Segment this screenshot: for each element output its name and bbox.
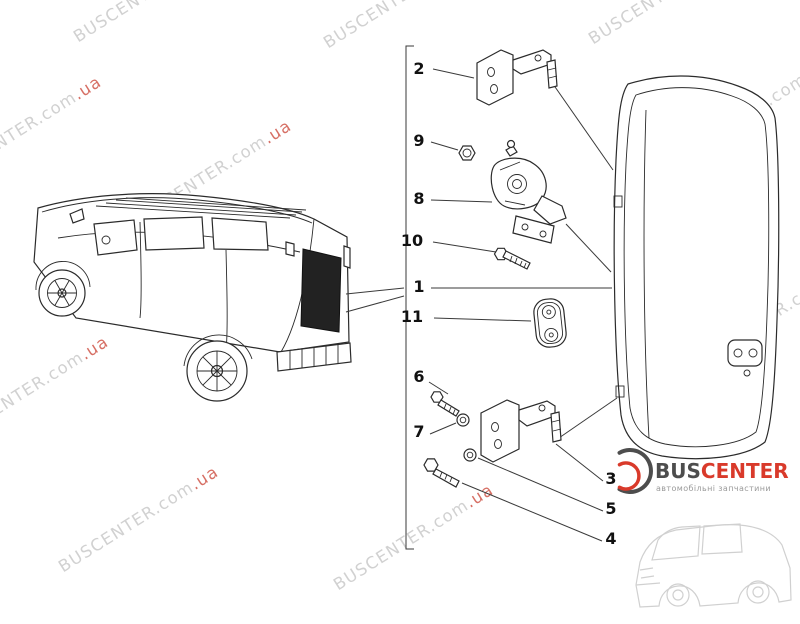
van-fuel-cap — [101, 235, 111, 245]
van-taillight-icon — [285, 241, 295, 257]
brand-tagline: автомобільні запчастини — [656, 484, 771, 493]
door-handle — [727, 339, 763, 377]
door-hinge-notch — [613, 195, 623, 208]
callout-1: 1 — [413, 277, 424, 296]
van-mirror — [69, 208, 85, 224]
logo-mark-outer-icon — [617, 448, 653, 494]
logo-mark-inner-icon — [617, 461, 641, 491]
van-front-wheel — [35, 261, 91, 317]
callout-10: 10 — [401, 231, 423, 250]
van-illustration — [33, 193, 352, 402]
van-taillight-icon — [343, 245, 351, 269]
callout-5: 5 — [605, 499, 616, 518]
callout-11: 11 — [401, 307, 423, 326]
callout-3: 3 — [605, 469, 616, 488]
callout-numbers: 2 9 8 10 1 11 6 7 3 5 4 — [401, 59, 617, 548]
door-inner-outline — [623, 87, 770, 448]
part-nut — [458, 145, 476, 161]
part-buffer-plate — [533, 298, 567, 348]
part-lower-hinge — [480, 399, 562, 463]
part-bolt-hinge-upper — [430, 391, 460, 417]
hinge-pin — [550, 411, 562, 443]
brand-name: BUSCENTER — [655, 459, 789, 483]
callout-8: 8 — [413, 189, 424, 208]
callout-4: 4 — [605, 529, 616, 548]
callout-6: 6 — [413, 367, 424, 386]
part-bolt-hinge-lower — [423, 458, 460, 488]
door-outer-outline — [613, 75, 780, 460]
brand-name-bus: BUS — [655, 459, 701, 483]
part-washer-lower — [463, 448, 477, 462]
van-window — [143, 216, 205, 251]
callout-leader-lines — [428, 68, 612, 542]
door-keyhole — [743, 369, 751, 377]
group-bracket — [345, 45, 414, 550]
part-washer-upper — [456, 413, 470, 427]
callout-2: 2 — [413, 59, 424, 78]
part-bolt-upper — [493, 247, 531, 270]
mounting-leader-lines — [552, 83, 618, 441]
rear-door-panel — [613, 75, 780, 460]
brand-logo: BUSCENTER автомобільні запчастини — [617, 448, 789, 494]
van-window — [211, 217, 269, 251]
part-upper-hinge — [476, 49, 558, 106]
faint-van-sketch — [635, 523, 792, 608]
door-hinge-notch — [615, 385, 625, 398]
callout-9: 9 — [413, 131, 424, 150]
door-crease — [643, 109, 650, 439]
hinge-pin — [546, 59, 558, 89]
callout-7: 7 — [413, 422, 424, 441]
part-door-check-mechanism — [490, 139, 567, 244]
van-rear-door-panel — [300, 248, 342, 333]
brand-name-center: CENTER — [701, 459, 789, 483]
van-rear-wheel — [183, 334, 253, 402]
van-window — [93, 219, 138, 256]
